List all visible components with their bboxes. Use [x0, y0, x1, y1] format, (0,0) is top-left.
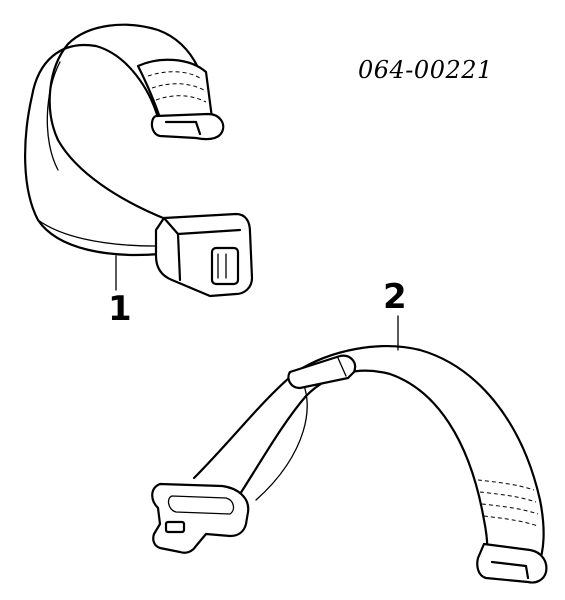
belt-1-lower-edge	[37, 219, 157, 247]
belt-1-release-button	[210, 246, 240, 286]
belt-2-latch-window	[164, 520, 186, 534]
belt-1-anchor-tongue	[150, 112, 225, 141]
belt-2-strap-guide	[287, 354, 357, 390]
belt-2-back-edge	[255, 373, 308, 501]
belt-1-outer-edge	[24, 43, 162, 257]
belt-assembly-2	[151, 315, 548, 584]
belt-2-inner-edge	[238, 369, 489, 562]
belt-2-outer-edge	[192, 345, 545, 568]
belt-2-latch-plate	[151, 482, 250, 554]
callout-label-2: 2	[383, 277, 407, 317]
belt-1-fold-line	[46, 61, 61, 171]
belt-1-stitched-section	[136, 58, 214, 120]
callout-label-1: 1	[108, 289, 132, 329]
belt-2-latch-slot	[167, 495, 235, 515]
belt-assembly-1	[24, 23, 254, 298]
belt-1-inner-edge	[48, 23, 210, 222]
part-number: 064-00221	[358, 56, 493, 84]
